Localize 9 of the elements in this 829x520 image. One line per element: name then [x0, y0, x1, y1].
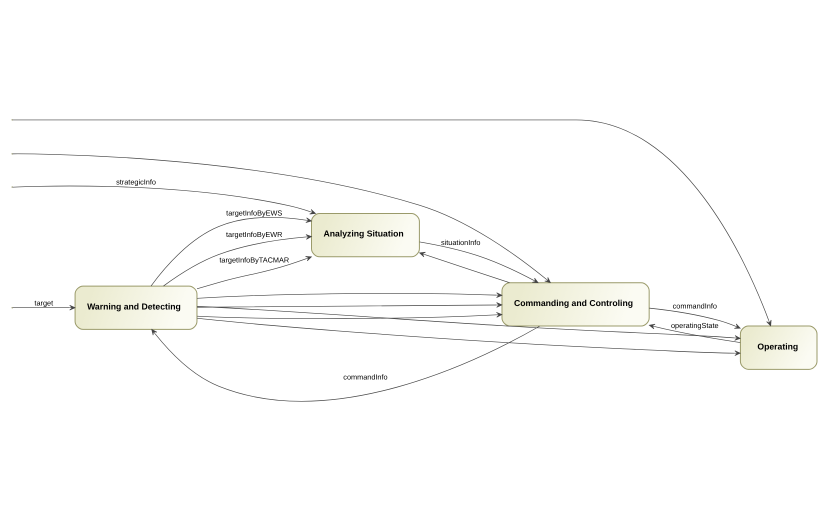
edge-label: operatingState	[671, 320, 719, 330]
edge-label: commandInfo	[672, 300, 717, 310]
edge-label: targetInfoByTACMAR	[219, 254, 290, 264]
edge-label: targetInfoByEWR	[226, 229, 282, 238]
edge-label: targetInfoByEWS	[226, 208, 282, 218]
edge-label: commandInfo	[343, 372, 388, 382]
edge-label: situationInfo	[440, 237, 480, 246]
edge-label: target	[34, 298, 54, 308]
edge-label: strategicInfo	[116, 176, 156, 186]
